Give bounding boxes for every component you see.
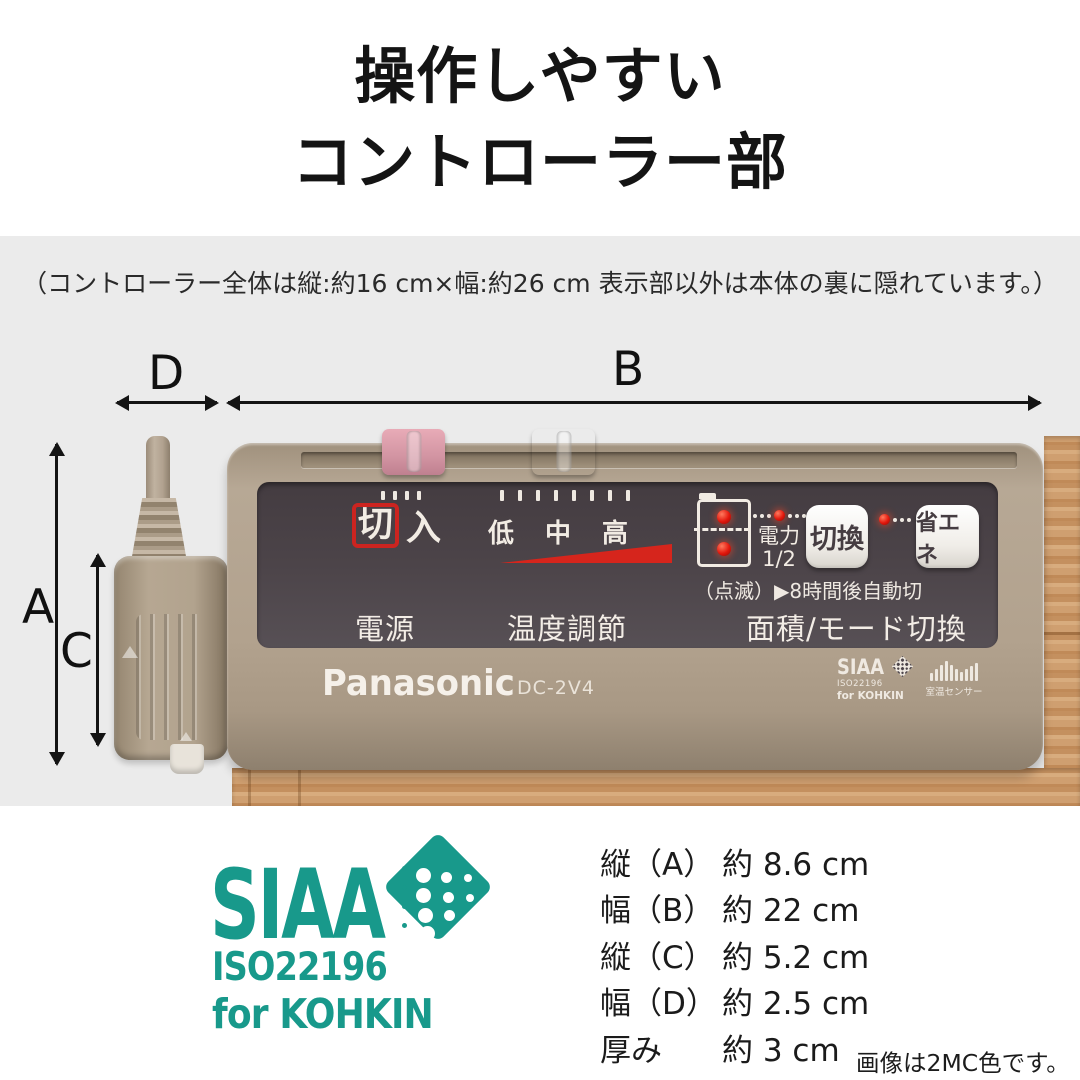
spec-label-b: 幅（B） <box>600 893 715 930</box>
spec-value-d: 約 2.5 cm <box>722 986 870 1023</box>
dim-arrow-a <box>55 444 58 764</box>
power-off-mark: 切 <box>352 503 400 548</box>
watt-label: 電力 <box>758 524 800 548</box>
spec-value-a: 約 8.6 cm <box>722 846 870 883</box>
cord-strain-relief <box>131 498 187 562</box>
dim-label-d: D <box>148 346 185 401</box>
connector-arrow-mark <box>122 646 138 658</box>
spec-row-c: 縦（C） 約 5.2 cm <box>600 931 869 978</box>
siaa-logo-cert: for KOHKIN <box>212 990 434 1038</box>
dim-arrow-b <box>228 401 1040 404</box>
room-sensor-mark: 室温センサー <box>921 659 987 698</box>
display-panel: 切 入 低 中 高 <box>257 482 998 648</box>
siaa-mark-device: SIAA ISO22196 for KOHKIN <box>837 655 923 702</box>
timer-note: （点滅）▶8時間後自動切 <box>694 579 923 603</box>
spec-value-thickness: 約 3 cm <box>722 1032 840 1069</box>
figure-caption: （コントローラー全体は縦:約16 cm×幅:約26 cm 表示部以外は本体の裏に… <box>22 269 1058 298</box>
spec-label-thickness: 厚み <box>600 1032 662 1069</box>
power-section-label: 電源 <box>355 612 416 646</box>
area-led-bottom <box>717 542 731 556</box>
connector-release-mark <box>180 732 192 741</box>
temp-mid-label: 中 <box>545 519 572 549</box>
controller-body: 切 入 低 中 高 <box>227 429 1043 770</box>
temp-high-label: 高 <box>602 519 629 549</box>
switch-button: 切換 <box>806 505 868 568</box>
room-sensor-icon <box>921 659 987 681</box>
slider-track <box>301 452 1017 468</box>
spec-row-a: 縦（A） 約 8.6 cm <box>600 838 869 885</box>
siaa-mark-cert: for KOHKIN <box>837 690 904 702</box>
spec-row-thickness: 厚み 約 3 cm <box>600 1024 869 1071</box>
dim-label-c: C <box>60 624 93 679</box>
power-slider <box>382 429 445 475</box>
dim-arrow-c <box>96 555 99 745</box>
spec-list: 縦（A） 約 8.6 cm 幅（B） 約 22 cm 縦（C） 約 5.2 cm… <box>600 838 869 1071</box>
siaa-mark-iso: ISO22196 <box>837 679 883 689</box>
power-ticks <box>381 491 421 500</box>
spec-row-b: 幅（B） 約 22 cm <box>600 885 869 932</box>
plug-connector <box>114 556 228 760</box>
area-led-top <box>717 510 731 524</box>
watt-value: 1/2 <box>762 547 796 572</box>
model-number: DC-2V4 <box>517 677 595 699</box>
spec-label-c: 縦（C） <box>600 939 715 976</box>
page-title-line-2: コントローラー部 <box>291 127 788 198</box>
temperature-ticks <box>500 490 630 501</box>
temp-low-label: 低 <box>488 519 515 549</box>
spec-value-c: 約 5.2 cm <box>722 939 870 976</box>
watt-led <box>773 510 785 521</box>
spec-label-d: 幅（D） <box>600 986 717 1023</box>
dimension-figure: （コントローラー全体は縦:約16 cm×幅:約26 cm 表示部以外は本体の裏に… <box>0 236 1080 806</box>
spec-label-a: 縦（A） <box>600 846 715 883</box>
connector-grip-ridges <box>136 614 204 740</box>
temperature-slider <box>532 429 595 475</box>
spec-value-b: 約 22 cm <box>722 893 860 930</box>
siaa-logo-diamond-icon <box>382 820 494 954</box>
wood-edge-bottom <box>232 768 1080 806</box>
room-sensor-label: 室温センサー <box>925 687 983 698</box>
wood-edge-right <box>1044 436 1080 806</box>
siaa-logo-iso: ISO22196 <box>212 945 388 990</box>
eco-button: 省エネ <box>916 505 979 568</box>
connector-foot <box>170 744 204 774</box>
siaa-mark-diamond-icon <box>892 655 914 678</box>
temperature-scale: 低 中 高 <box>488 513 628 550</box>
page-title-line-1: 操作しやすい <box>354 41 726 112</box>
temperature-section-label: 温度調節 <box>507 612 628 646</box>
eco-led <box>879 514 890 525</box>
spec-row-d: 幅（D） 約 2.5 cm <box>600 978 869 1025</box>
siaa-logo-name: SIAA <box>210 849 386 961</box>
carpet-area-icon <box>694 493 751 567</box>
dim-label-a: A <box>22 580 55 635</box>
eco-led-row <box>879 514 911 525</box>
watt-indicator: 電力 1/2 <box>747 510 811 571</box>
dim-arrow-d <box>117 401 217 404</box>
mode-section-label: 面積/モード切換 <box>746 612 967 646</box>
watt-led-row <box>747 510 811 521</box>
brand-logo: Panasonic <box>322 663 515 704</box>
power-cord <box>146 436 170 504</box>
dim-label-b: B <box>612 342 645 397</box>
color-note: 画像は2MC色です。 <box>856 1049 1070 1077</box>
power-switch-scale: 切 入 <box>352 500 441 551</box>
power-on-mark: 入 <box>406 509 442 549</box>
siaa-mark-name: SIAA <box>837 655 885 679</box>
